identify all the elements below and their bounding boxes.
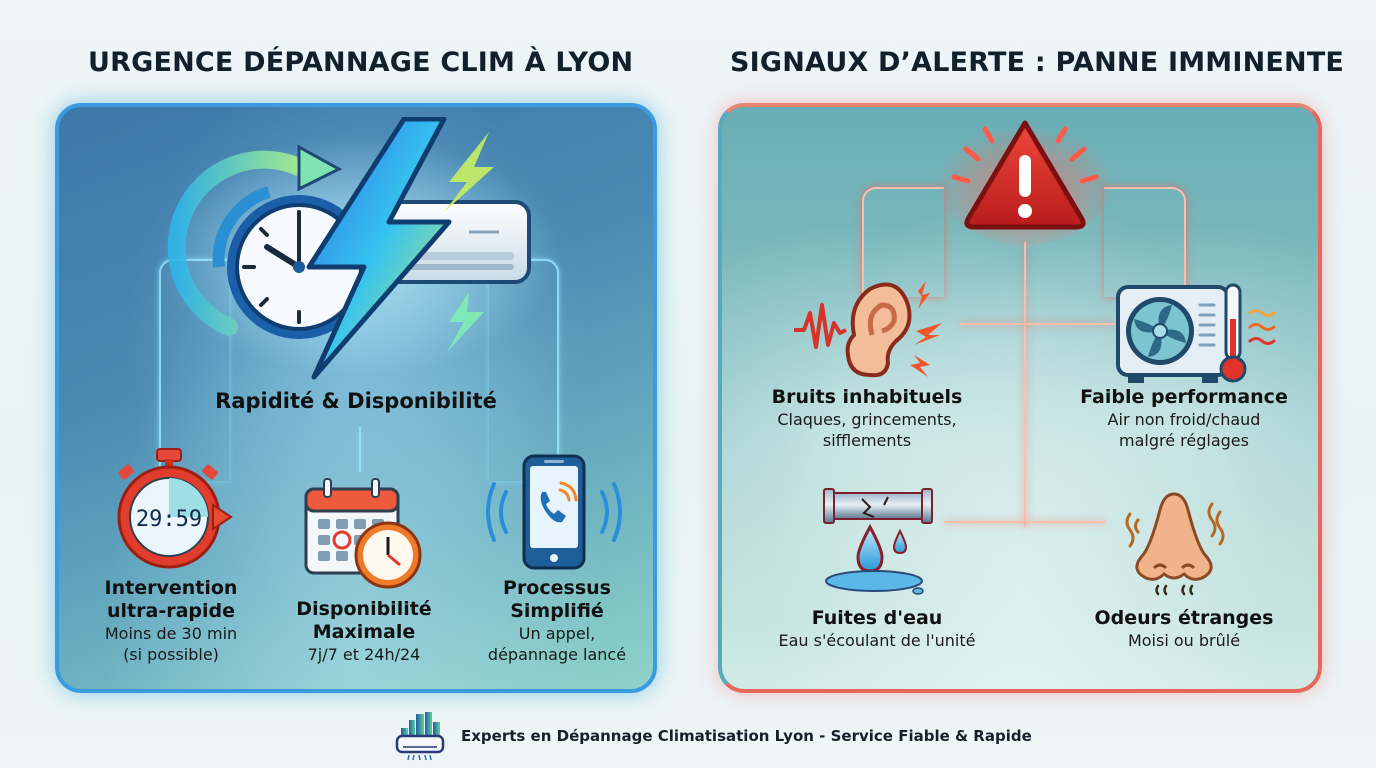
signal-title: Bruits inhabituels (771, 386, 963, 408)
urgence-panel: Rapidité & Disponibilité 29:59 Intervent… (55, 103, 657, 693)
signal-desc: Eau s'écoulant de l'unité (778, 631, 976, 650)
feature-processus: Processus Simplifié Un appel, dépannage … (457, 577, 653, 665)
feature-title: Processus (503, 577, 611, 599)
smartphone-call-icon (486, 454, 622, 570)
hero-speed-illustration (159, 117, 559, 380)
feature-desc: (si possible) (123, 645, 219, 664)
signal-performance: Faible performance Air non froid/chaud m… (1054, 386, 1314, 451)
signal-desc: sifflements (822, 431, 912, 450)
signal-fuites: Fuites d'eau Eau s'écoulant de l'unité (752, 607, 1002, 651)
signal-desc: malgré réglages (1119, 431, 1249, 450)
connector-mid (960, 323, 1115, 325)
feature-desc: 7j/7 et 24h/24 (307, 645, 421, 664)
connector-top-right (1104, 187, 1186, 297)
signal-desc: Claques, grincements, (777, 410, 957, 429)
feature-desc: Moins de 30 min (104, 624, 238, 643)
connector-trunk (1024, 242, 1026, 527)
leaking-pipe-icon (823, 488, 933, 595)
footer: Experts en Dépannage Climatisation Lyon … (393, 712, 1032, 761)
outdoor-unit-thermometer-icon (1116, 283, 1276, 383)
feature-title: Disponibilité (296, 598, 432, 620)
calendar-clock-icon (304, 478, 422, 589)
signal-title: Faible performance (1080, 386, 1288, 408)
signaux-panel: Bruits inhabituels Claques, grincements,… (718, 103, 1322, 693)
warning-triangle-icon (940, 120, 1110, 245)
feature-intervention: Intervention ultra-rapide Moins de 30 mi… (71, 577, 271, 665)
hero-label: Rapidité & Disponibilité (215, 389, 497, 413)
right-section-title: SIGNAUX D’ALERTE : PANNE IMMINENTE (730, 47, 1345, 78)
stopwatch-icon: 29:59 (117, 448, 233, 569)
footer-tagline: Experts en Dépannage Climatisation Lyon … (461, 727, 1032, 745)
connector-top-left (862, 187, 944, 297)
ear-noise-icon (794, 281, 942, 378)
feature-desc: dépannage lancé (487, 645, 627, 664)
feature-title: ultra-rapide (107, 600, 235, 622)
signal-odeurs: Odeurs étranges Moisi ou brûlé (1054, 607, 1314, 651)
signal-desc: Air non froid/chaud (1107, 410, 1261, 429)
svg-text:29:59: 29:59 (136, 507, 202, 532)
nose-smell-icon (1125, 492, 1225, 596)
feature-disponibilite: Disponibilité Maximale 7j/7 et 24h/24 (264, 598, 464, 665)
signal-title: Odeurs étranges (1094, 607, 1274, 629)
feature-title: Maximale (312, 621, 416, 643)
signal-title: Fuites d'eau (811, 607, 943, 629)
left-section-title: URGENCE DÉPANNAGE CLIM À LYON (88, 47, 634, 78)
signal-desc: Moisi ou brûlé (1127, 631, 1241, 650)
signal-bruits: Bruits inhabituels Claques, grincements,… (742, 386, 992, 451)
feature-title: Intervention (104, 577, 238, 599)
feature-desc: Un appel, (518, 624, 596, 643)
city-air-conditioner-logo-icon (395, 712, 445, 761)
connector-center (359, 427, 361, 472)
lightning-bolt-icon (306, 117, 452, 380)
connector-bottom (944, 521, 1106, 523)
feature-title: Simplifié (510, 600, 604, 622)
